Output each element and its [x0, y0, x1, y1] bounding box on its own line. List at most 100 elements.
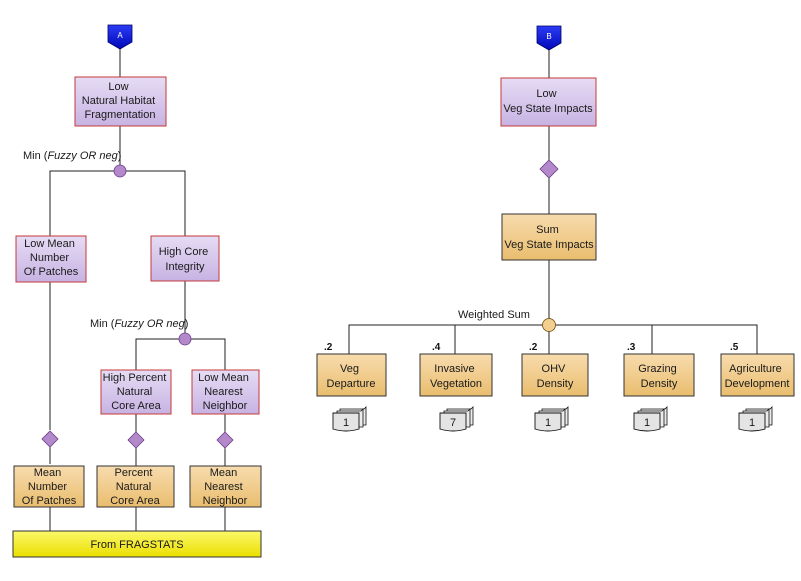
source-fragstats-bar[interactable]: From FRAGSTATS	[12, 530, 262, 558]
weight-invasive-vegetation: .4	[432, 342, 441, 353]
data-mid-line-1: Percent	[115, 467, 153, 479]
doc-count-agriculture-development: 1	[749, 417, 755, 429]
svg-text:Mean Nearest N: Mean Nearest Neighbor	[203, 467, 248, 507]
root-a-line-2: Natural Habitat	[82, 95, 155, 107]
data-mid-line-2: Natural	[116, 481, 151, 493]
agriculture-development-line-1: Agriculture	[729, 363, 782, 375]
operator-a2-close: )	[185, 318, 189, 330]
weight-grazing-density: .3	[627, 342, 636, 353]
doc-count-grazing-density: 1	[644, 417, 650, 429]
tree-b-badge: B	[536, 25, 562, 51]
data-node-percent-natural-core-area[interactable]: Percent Natural Core Area	[96, 465, 175, 508]
root-b-line-2: Veg State Impacts	[503, 103, 593, 115]
data-right-line-3: Neighbor	[203, 495, 248, 507]
svg-text:Invasive Vegetation: Invasive Vegetation	[430, 363, 482, 390]
data-node-mean-nearest-neighbor[interactable]: Mean Nearest Neighbor	[189, 465, 262, 508]
veg-departure-line-2: Departure	[327, 378, 376, 390]
operator-a2-italic: Fuzzy OR neg	[114, 318, 185, 330]
root-a-line-1: Low	[108, 81, 128, 93]
node-high-percent-natural-core-area[interactable]: High Percent Natural Core Area	[100, 369, 172, 415]
invasive-vegetation-line-2: Vegetation	[430, 378, 482, 390]
invasive-vegetation-line-1: Invasive	[434, 363, 474, 375]
veg-departure-line-1: Veg	[340, 363, 359, 375]
tree-b: B Low Veg State Impacts Sum Veg State Im…	[316, 25, 795, 432]
diamond-connector-b[interactable]	[539, 159, 559, 179]
node-sum-veg-state-impacts[interactable]: Sum Veg State Impacts	[501, 213, 597, 261]
badge-b-label: B	[546, 32, 551, 41]
diamond-connector-mid[interactable]	[127, 431, 145, 449]
child-veg-departure[interactable]: .2 Veg Departure 1	[316, 342, 387, 432]
grazing-density-line-2: Density	[641, 378, 678, 390]
node-low-mean-nearest-neighbor[interactable]: Low Mean Nearest Neighbor	[191, 369, 260, 415]
sum-node-line-2: Veg State Impacts	[504, 239, 594, 251]
child-agriculture-development[interactable]: .5 Agriculture Development 1	[720, 342, 795, 432]
child-invasive-vegetation[interactable]: .4 Invasive Vegetation 7	[419, 342, 493, 432]
svg-text:High Percent Natural: High Percent Natural Core Area	[103, 372, 170, 412]
doc-count-ohv-density: 1	[545, 417, 551, 429]
node-low-mean-number-of-patches[interactable]: Low Mean Number Of Patches	[15, 235, 87, 283]
data-right-line-2: Nearest	[204, 481, 243, 493]
svg-text:Low Mean Nearest: Low Mean Nearest Neighbor	[198, 372, 252, 412]
node-high-core-integrity[interactable]: High Core Integrity	[150, 235, 220, 282]
node-low-natural-habitat-fragmentation[interactable]: Low Natural Habitat Fragmentation	[74, 76, 167, 127]
svg-text:Low Veg State Impacts: Low Veg State Impacts	[503, 88, 593, 115]
weighted-sum-label: Weighted Sum	[458, 309, 530, 321]
root-b-line-1: Low	[536, 88, 556, 100]
sub-left-line-3: Core Area	[111, 400, 161, 412]
doc-count-invasive-vegetation: 7	[450, 417, 456, 429]
diamond-connector-right[interactable]	[216, 431, 234, 449]
weight-veg-departure: .2	[324, 342, 333, 353]
doc-count-veg-departure: 1	[343, 417, 349, 429]
operator-a2-prefix: Min (	[90, 318, 115, 330]
grazing-density-line-1: Grazing	[638, 363, 677, 375]
svg-text:OHV Density: OHV Density	[537, 363, 574, 390]
operator-a-italic: Fuzzy OR neg	[47, 150, 118, 162]
operator-a-prefix: Min (	[23, 150, 48, 162]
svg-text:High Core Integrity: High Core Integrity	[159, 246, 212, 273]
data-node-mean-number-of-patches[interactable]: Mean Number Of Patches	[13, 465, 85, 508]
data-left-line-2: Number	[28, 481, 67, 493]
agriculture-development-line-2: Development	[725, 378, 790, 390]
weight-ohv-density: .2	[529, 342, 538, 353]
child-grazing-density[interactable]: .3 Grazing Density 1	[623, 342, 695, 432]
stacked-documents-icon	[439, 406, 474, 432]
svg-text:Low Natural Habitat: Low Natural Habitat Fragmentation	[82, 81, 158, 121]
left-child-line-1: Low Mean	[24, 238, 75, 250]
operator-min-fuzzy-or-neg[interactable]: Min (Fuzzy OR neg)	[23, 150, 127, 178]
svg-text:Agriculture Developmen: Agriculture Development	[725, 363, 790, 390]
tree-a-badge: A	[107, 24, 133, 50]
right-child-line-1: High Core	[159, 246, 209, 258]
node-low-veg-state-impacts[interactable]: Low Veg State Impacts	[500, 77, 597, 127]
data-left-line-1: Mean	[34, 467, 62, 479]
operator-weighted-sum[interactable]: Weighted Sum	[458, 309, 556, 332]
source-fragstats-label: From FRAGSTATS	[90, 539, 183, 551]
svg-text:Min (Fuzzy OR neg): Min (Fuzzy OR neg)	[90, 318, 188, 330]
svg-text:Mean Number Of: Mean Number Of Patches	[22, 467, 77, 507]
diamond-connector-left[interactable]	[41, 430, 59, 448]
badge-a-label: A	[117, 31, 123, 40]
svg-text:Min (Fuzzy OR neg): Min (Fuzzy OR neg)	[23, 150, 121, 162]
svg-text:Sum Veg State Impacts: Sum Veg State Impacts	[504, 224, 594, 251]
sum-node-line-1: Sum	[536, 224, 559, 236]
svg-text:Grazing Density: Grazing Density	[638, 363, 680, 390]
svg-text:Percent Natural: Percent Natural Core Area	[110, 467, 160, 507]
operator-min-fuzzy-or-neg-2[interactable]: Min (Fuzzy OR neg)	[90, 318, 192, 346]
right-child-line-2: Integrity	[165, 261, 205, 273]
root-a-line-3: Fragmentation	[85, 109, 156, 121]
stacked-documents-icon	[633, 406, 668, 432]
ohv-density-line-1: OHV	[542, 363, 567, 375]
child-ohv-density[interactable]: .2 OHV Density 1	[521, 342, 589, 432]
stacked-documents-icon	[534, 406, 569, 432]
stacked-documents-icon	[738, 406, 773, 432]
weight-agriculture-development: .5	[730, 342, 739, 353]
svg-text:Low Mean Number: Low Mean Number Of Patches	[24, 238, 79, 278]
operator-a-close: )	[118, 150, 122, 162]
ohv-density-line-2: Density	[537, 378, 574, 390]
data-right-line-1: Mean	[210, 467, 238, 479]
svg-text:Veg Departure: Veg Departure	[327, 363, 376, 390]
left-child-line-2: Number	[30, 252, 69, 264]
data-mid-line-3: Core Area	[110, 495, 160, 507]
left-child-line-3: Of Patches	[24, 266, 79, 278]
sub-right-line-3: Neighbor	[203, 400, 248, 412]
